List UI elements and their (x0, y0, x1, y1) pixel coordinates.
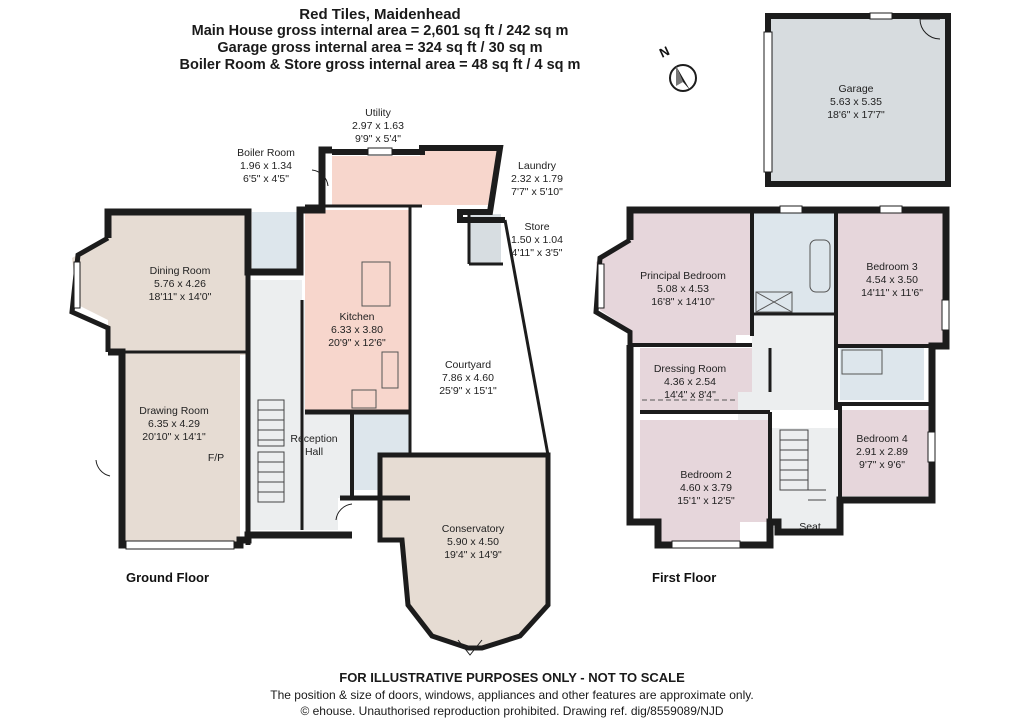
courtyard-imperial: 25'9" x 15'1" (439, 385, 497, 397)
reception-hall-label: Reception (290, 433, 337, 445)
dining-room-label: Dining Room (150, 265, 211, 277)
dressing-room-imperial: 14'4" x 8'4" (664, 389, 716, 401)
bedroom-3-imperial: 14'11" x 11'6" (861, 287, 923, 299)
drawing-room-metric: 6.35 x 4.29 (148, 418, 200, 430)
main-house-area: Main House gross internal area = 2,601 s… (191, 23, 569, 39)
bedroom-3-metric: 4.54 x 3.50 (866, 274, 918, 286)
reception-hall-label-2: Hall (305, 446, 323, 458)
laundry-imperial: 7'7" x 5'10" (511, 186, 563, 198)
store-imperial: 4'11" x 3'5" (512, 247, 563, 259)
first-floor-plan (593, 205, 950, 549)
disclaimer: FOR ILLUSTRATIVE PURPOSES ONLY - NOT TO … (339, 670, 685, 685)
courtyard-label: Courtyard (445, 359, 491, 371)
principal-bedroom-imperial: 16'8" x 14'10" (651, 296, 715, 308)
store-label: Store (524, 221, 549, 233)
north-label: N (657, 43, 672, 61)
bedroom-4-label: Bedroom 4 (856, 433, 908, 445)
garage-area: Garage gross internal area = 324 sq ft /… (217, 40, 543, 56)
bedroom-2-label: Bedroom 2 (680, 469, 732, 481)
kitchen-imperial: 20'9" x 12'6" (328, 337, 386, 349)
dressing-room-metric: 4.36 x 2.54 (664, 376, 716, 388)
utility-label: Utility (365, 107, 391, 119)
garage-label: Garage (838, 83, 873, 95)
north-arrow-icon (669, 64, 697, 92)
utility-imperial: 9'9" x 5'4" (355, 133, 401, 145)
principal-bedroom-metric: 5.08 x 4.53 (657, 283, 709, 295)
boiler-store-area: Boiler Room & Store gross internal area … (179, 57, 581, 73)
kitchen-metric: 6.33 x 3.80 (331, 324, 383, 336)
ground-floor-plan (69, 145, 551, 656)
bedroom-4-imperial: 9'7" x 9'6" (859, 459, 905, 471)
ground-floor-label: Ground Floor (126, 570, 209, 585)
dining-room-metric: 5.76 x 4.26 (154, 278, 206, 290)
fireplace-label: F/P (208, 452, 224, 464)
drawing-room-imperial: 20'10" x 14'1" (142, 431, 206, 443)
plan-title: Red Tiles, Maidenhead (299, 6, 461, 23)
copyright-notice: © ehouse. Unauthorised reproduction proh… (300, 704, 724, 718)
dining-room-imperial: 18'11" x 14'0" (149, 291, 212, 303)
boiler-room-imperial: 6'5" x 4'5" (243, 173, 289, 185)
store-metric: 1.50 x 1.04 (511, 234, 563, 246)
room-labels: Garage 5.63 x 5.35 18'6" x 17'7" Utility… (126, 83, 923, 585)
drawing-room-label: Drawing Room (139, 405, 209, 417)
laundry-metric: 2.32 x 1.79 (511, 173, 563, 185)
garage-metric: 5.63 x 5.35 (830, 96, 882, 108)
first-floor-label: First Floor (652, 570, 716, 585)
kitchen-label: Kitchen (339, 311, 374, 323)
approximation-note: The position & size of doors, windows, a… (270, 688, 754, 702)
bedroom-2-metric: 4.60 x 3.79 (680, 482, 732, 494)
seat-label: Seat (799, 521, 821, 533)
conservatory-imperial: 19'4" x 14'9" (444, 549, 502, 561)
conservatory-label: Conservatory (442, 523, 505, 535)
dressing-room-label: Dressing Room (654, 363, 727, 375)
garage-outline (763, 12, 951, 187)
boiler-room-label: Boiler Room (237, 147, 295, 159)
conservatory-metric: 5.90 x 4.50 (447, 536, 499, 548)
courtyard-metric: 7.86 x 4.60 (442, 372, 494, 384)
bedroom-3-label: Bedroom 3 (866, 261, 918, 273)
bedroom-4-metric: 2.91 x 2.89 (856, 446, 908, 458)
boiler-room-metric: 1.96 x 1.34 (240, 160, 292, 172)
bedroom-2-imperial: 15'1" x 12'5" (677, 495, 735, 507)
garage-imperial: 18'6" x 17'7" (827, 109, 885, 121)
laundry-label: Laundry (518, 160, 557, 172)
principal-bedroom-label: Principal Bedroom (640, 270, 726, 282)
utility-metric: 2.97 x 1.63 (352, 120, 404, 132)
